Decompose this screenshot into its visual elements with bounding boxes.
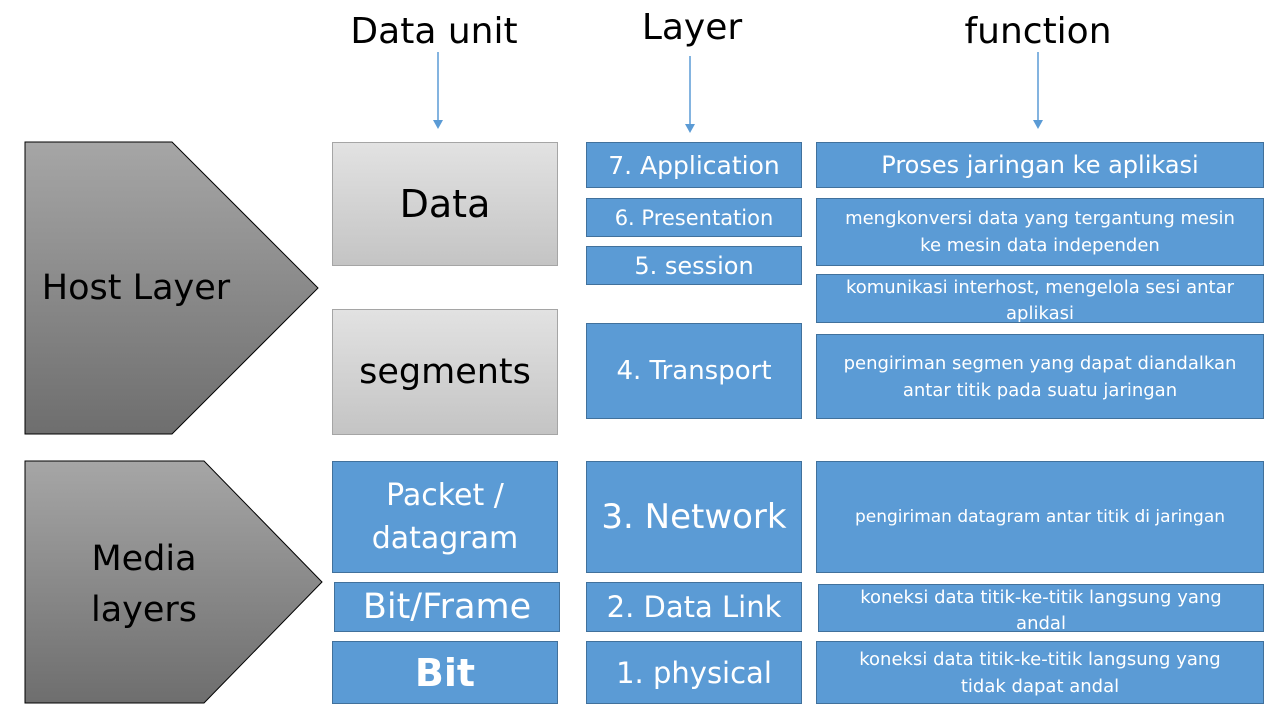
host-layer-label: Host Layer <box>41 268 231 308</box>
data-unit-packet: Packet / datagram <box>332 461 558 573</box>
media-label-line2: layers <box>90 589 198 630</box>
header-data-unit: Data unit <box>350 11 518 52</box>
function-2-line2: andal <box>1016 613 1066 632</box>
header-function: function <box>964 11 1112 52</box>
function-1: koneksi data titik-ke-titik langsung yan… <box>816 641 1264 704</box>
function-5-line1: komunikasi interhost, mengelola sesi ant… <box>845 277 1235 298</box>
layer-2-label: 2. Data Link <box>606 590 782 624</box>
data-unit-segments-label: segments <box>359 352 531 392</box>
function-6-line1: mengkonversi data yang tergantung mesin <box>845 208 1235 229</box>
function-6: mengkonversi data yang tergantung mesin … <box>816 198 1264 266</box>
function-2: koneksi data titik-ke-titik langsung yan… <box>818 584 1264 632</box>
data-unit-bit-frame: Bit/Frame <box>334 582 560 632</box>
layer-3-label: 3. Network <box>601 497 787 537</box>
function-1-line1: koneksi data titik-ke-titik langsung yan… <box>859 648 1221 670</box>
layer-7-label: 7. Application <box>608 150 780 180</box>
media-layers-label: Media layers <box>84 534 204 636</box>
host-layer-chevron: Host Layer <box>24 141 320 437</box>
layer-1-physical: 1. physical <box>586 641 802 704</box>
data-unit-segments: segments <box>332 309 558 435</box>
function-4-line1: pengiriman segmen yang dapat diandalkan <box>843 352 1237 374</box>
function-4-line2: antar titik pada suatu jaringan <box>902 379 1178 401</box>
layer-3-network: 3. Network <box>586 461 802 573</box>
data-unit-data: Data <box>332 142 558 266</box>
function-7-text: Proses jaringan ke aplikasi <box>881 151 1199 179</box>
layer-4-transport: 4. Transport <box>586 323 802 419</box>
layer-6-presentation: 6. Presentation <box>586 198 802 237</box>
data-unit-data-label: Data <box>399 182 491 226</box>
data-unit-bit: Bit <box>332 641 558 704</box>
header-layer: Layer <box>641 7 743 48</box>
function-5-line2: aplikasi <box>1006 303 1074 323</box>
layer-5-label: 5. session <box>634 251 754 280</box>
data-unit-bit-frame-label: Bit/Frame <box>362 587 532 627</box>
function-2-line1: koneksi data titik-ke-titik langsung yan… <box>860 587 1222 608</box>
layer-1-label: 1. physical <box>616 655 772 690</box>
layer-2-data-link: 2. Data Link <box>586 582 802 632</box>
function-5: komunikasi interhost, mengelola sesi ant… <box>816 274 1264 323</box>
layer-6-label: 6. Presentation <box>614 205 774 230</box>
function-3-text: pengiriman datagram antar titik di jarin… <box>854 507 1226 527</box>
layer-4-label: 4. Transport <box>616 356 772 386</box>
function-3: pengiriman datagram antar titik di jarin… <box>816 461 1264 573</box>
data-unit-packet-line2: datagram <box>371 521 519 556</box>
data-unit-bit-label: Bit <box>414 650 476 695</box>
layer-5-session: 5. session <box>586 246 802 285</box>
function-4: pengiriman segmen yang dapat diandalkan … <box>816 334 1264 419</box>
down-arrow-icon <box>433 52 443 129</box>
function-7: Proses jaringan ke aplikasi <box>816 142 1264 188</box>
down-arrow-icon <box>685 56 695 133</box>
media-layers-chevron: Media layers <box>24 460 324 706</box>
function-6-line2: ke mesin data independen <box>920 235 1160 256</box>
down-arrow-icon <box>1033 52 1043 129</box>
layer-7-application: 7. Application <box>586 142 802 188</box>
media-label-line1: Media <box>91 539 197 579</box>
data-unit-packet-line1: Packet / <box>386 477 504 513</box>
function-1-line2: tidak dapat andal <box>960 675 1120 697</box>
